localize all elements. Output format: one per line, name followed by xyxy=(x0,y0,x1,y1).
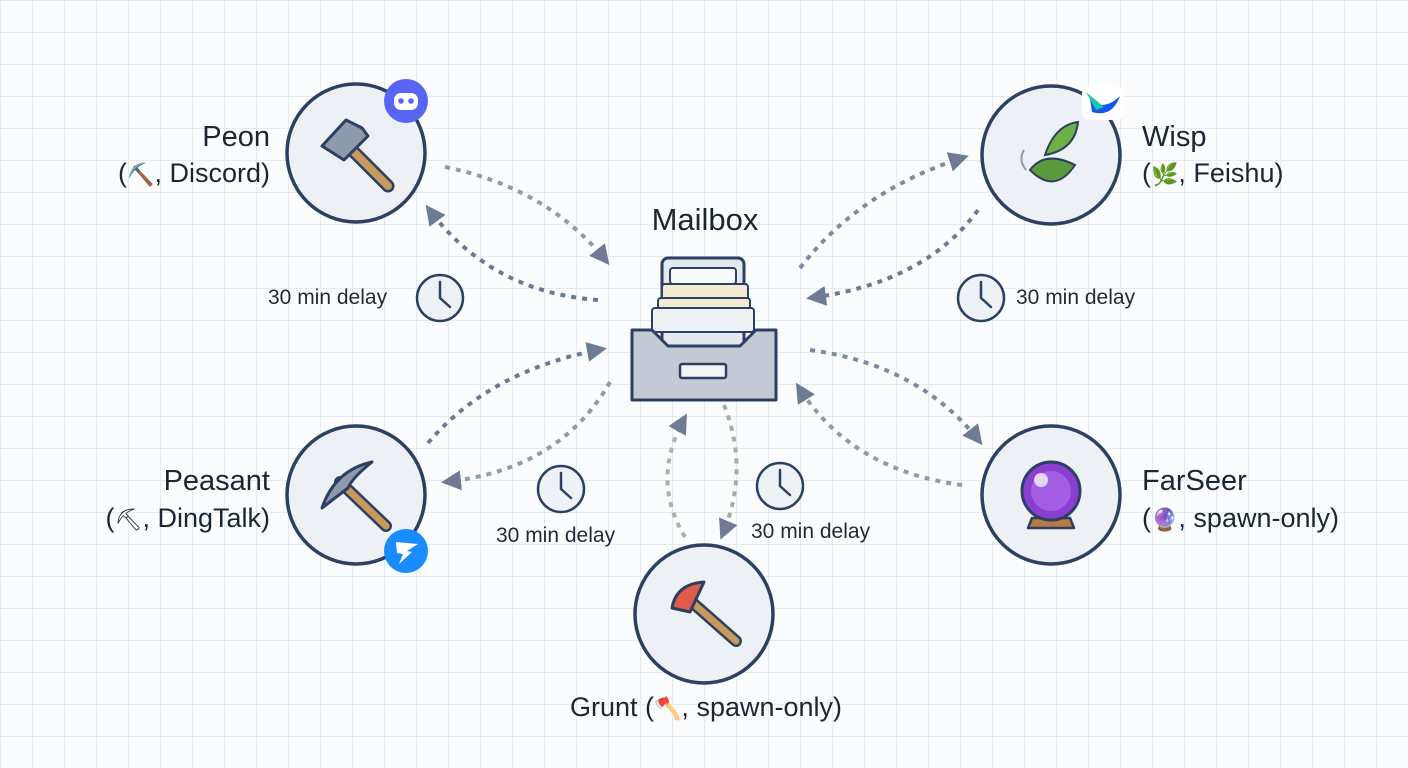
delay-label-wisp: 30 min delay xyxy=(1016,286,1136,309)
peon-sub: (⛏️, Discord) xyxy=(118,158,270,188)
axe-emoji: 🪓 xyxy=(654,696,682,721)
clock-icon xyxy=(956,273,1006,323)
crystal-ball-emoji: 🔮 xyxy=(1151,507,1179,532)
arrow-mailbox-to-wisp xyxy=(798,152,969,270)
wisp-name: Wisp xyxy=(1142,121,1207,153)
wisp-sub: (🌿, Feishu) xyxy=(1142,158,1284,188)
hammer-icon xyxy=(320,118,395,193)
grunt-avatar[interactable] xyxy=(633,543,775,685)
axe-icon xyxy=(670,580,742,647)
farseer-name: FarSeer xyxy=(1142,465,1247,497)
mailbox-icon xyxy=(630,256,778,402)
arrow-mailbox-to-peasant xyxy=(441,381,612,491)
crystal-ball-icon xyxy=(1020,460,1082,530)
mailbox-title: Mailbox xyxy=(651,202,759,237)
peasant-avatar[interactable] xyxy=(285,424,428,573)
pickaxe-icon xyxy=(320,460,392,532)
wisp-avatar[interactable] xyxy=(980,84,1124,226)
peasant-sub: (⛏, DingTalk) xyxy=(105,503,271,533)
clock-icon xyxy=(536,464,586,514)
pick-emoji: ⛏️ xyxy=(127,162,155,187)
arrow-mailbox-to-grunt xyxy=(719,404,739,540)
peon-avatar[interactable] xyxy=(285,79,428,224)
arrow-mailbox-to-peon xyxy=(425,204,599,302)
peasant-name: Peasant xyxy=(163,465,270,497)
farseer-sub: (🔮, spawn-only) xyxy=(1142,503,1339,533)
farseer-avatar[interactable] xyxy=(980,424,1122,566)
farseer-channel: spawn-only xyxy=(1193,503,1330,533)
clock-icon xyxy=(755,461,805,511)
feishu-icon xyxy=(1082,86,1124,120)
arrow-peon-to-mailbox xyxy=(444,165,610,266)
grunt-name: Grunt xyxy=(569,692,638,722)
delay-label-peon: 30 min delay xyxy=(268,286,388,309)
delay-label-grunt: 30 min delay xyxy=(751,520,871,543)
peasant-channel: DingTalk xyxy=(157,503,261,533)
delay-label-peasant: 30 min delay xyxy=(496,524,616,547)
arrow-grunt-to-mailbox xyxy=(665,413,687,539)
leaves-icon xyxy=(1020,120,1080,183)
grunt-label: Grunt (🪓, spawn-only) xyxy=(569,692,843,722)
arrow-mailbox-to-farseer xyxy=(809,348,983,446)
grunt-channel: spawn-only xyxy=(696,692,834,722)
arrow-wisp-to-mailbox xyxy=(806,208,980,306)
wisp-channel: Feishu xyxy=(1193,158,1275,188)
peon-name: Peon xyxy=(202,121,270,153)
discord-icon xyxy=(384,79,428,123)
dingtalk-icon xyxy=(384,529,428,573)
pick-emoji: ⛏ xyxy=(114,507,143,532)
clock-icon xyxy=(415,273,465,323)
peon-channel: Discord xyxy=(169,158,261,188)
arrows xyxy=(425,152,983,540)
arrow-farseer-to-mailbox xyxy=(795,382,963,487)
arrow-peasant-to-mailbox xyxy=(426,342,607,445)
herb-emoji: 🌿 xyxy=(1151,162,1179,187)
